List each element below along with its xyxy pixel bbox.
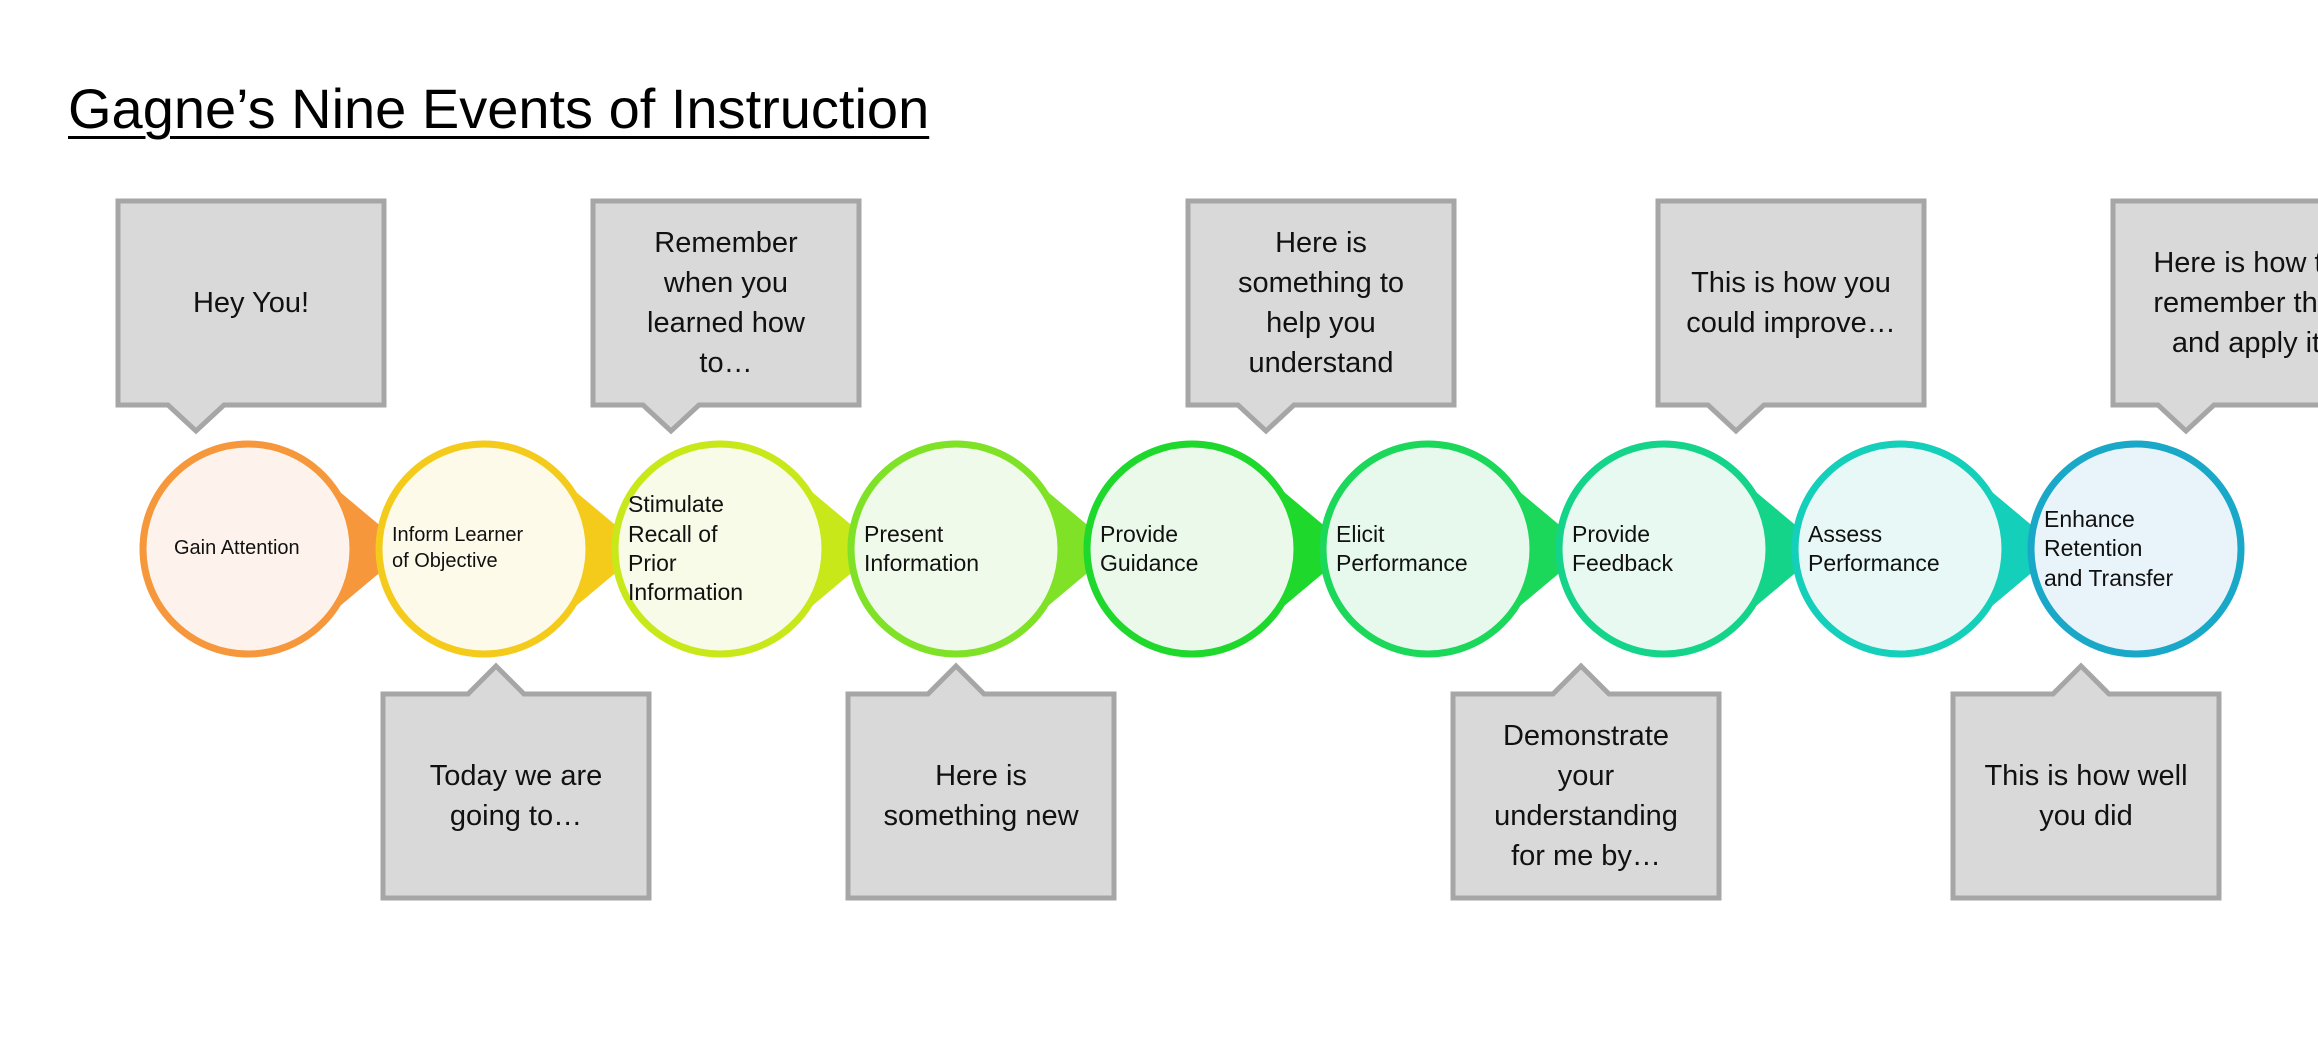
callout-text-line: for me by… bbox=[1511, 840, 1661, 873]
event-label-line: Gain Attention bbox=[174, 537, 300, 560]
callout-text-line: something new bbox=[883, 800, 1079, 832]
event-label-line: Information bbox=[864, 549, 980, 576]
callout-text-line: This is how you bbox=[1691, 266, 1891, 299]
event-label-line: Retention bbox=[2044, 535, 2143, 562]
event-label-line: Inform Learner bbox=[392, 524, 524, 547]
event-circle bbox=[2027, 440, 2245, 658]
event-circle bbox=[1083, 440, 1301, 658]
event-label-line: and Transfer bbox=[2044, 564, 2174, 591]
callout-text-line: help you bbox=[1266, 307, 1376, 339]
event-label-line: Provide bbox=[1572, 520, 1650, 547]
event-label-line: Assess bbox=[1808, 520, 1883, 547]
callout-boxes bbox=[115, 198, 2318, 901]
callout-text-line: Today we are bbox=[429, 759, 603, 792]
callout-text-line: Here is how to bbox=[2153, 246, 2318, 279]
callout-box bbox=[2110, 198, 2318, 435]
callout-box bbox=[1655, 198, 1927, 435]
event-label-line: Stimulate bbox=[628, 491, 724, 518]
callout-box bbox=[1450, 662, 1722, 901]
event-circle bbox=[1791, 440, 2009, 658]
event-label-line: Guidance bbox=[1100, 549, 1199, 576]
callout-text-line: your bbox=[1557, 759, 1615, 792]
callout-text-line: understanding bbox=[1494, 800, 1678, 832]
event-label-line: Provide bbox=[1100, 520, 1178, 547]
event-label-line: Performance bbox=[1336, 549, 1468, 576]
callout-text-line: something to bbox=[1237, 266, 1405, 299]
event-label-line: Feedback bbox=[1572, 549, 1674, 576]
event-label-line: Prior bbox=[628, 549, 677, 576]
callout-text-line: you did bbox=[2039, 800, 2133, 832]
callout-box bbox=[380, 662, 652, 901]
event-label-line: Present bbox=[864, 520, 944, 547]
callout-text-line: could improve… bbox=[1686, 307, 1896, 339]
callout-text-line: to… bbox=[699, 347, 753, 380]
callout-text: Here is something new bbox=[846, 694, 1116, 898]
callout-text-line: going to… bbox=[449, 800, 583, 832]
callout-text: Remember when you learned how to… bbox=[591, 201, 861, 405]
callout-text: This is how well you did bbox=[1951, 694, 2221, 898]
callout-text-line: Here is bbox=[1275, 226, 1367, 259]
event-circles bbox=[139, 440, 2245, 658]
callout-text-line: and apply it bbox=[2171, 327, 2318, 359]
event-label-line: of Objective bbox=[392, 549, 498, 572]
callout-text-line: Here is bbox=[935, 759, 1027, 792]
event-label-line: Enhance bbox=[2044, 505, 2135, 532]
callout-text-line: This is how well bbox=[1984, 759, 2188, 792]
callout-box bbox=[1950, 662, 2222, 901]
callout-text: Demonstrate your understanding for me by… bbox=[1451, 694, 1721, 898]
callout-text: Here is how to remember this and apply it bbox=[2111, 201, 2318, 405]
callout-text-line: understand bbox=[1248, 347, 1394, 380]
callout-text-line: learned how bbox=[647, 307, 805, 339]
callout-text-line: remember this bbox=[2153, 286, 2318, 319]
callout-text-line: Remember bbox=[654, 226, 798, 259]
callout-text-line: when you bbox=[663, 266, 789, 299]
event-label-line: Elicit bbox=[1336, 520, 1385, 547]
callout-text: Here is something to help you understand bbox=[1186, 201, 1456, 405]
callout-text: Today we are going to… bbox=[381, 694, 651, 898]
callout-box bbox=[845, 662, 1117, 901]
diagram-title: Gagne’s Nine Events of Instruction bbox=[68, 77, 930, 140]
callout-text-line: Hey You! bbox=[192, 286, 310, 319]
callout-text: This is how you could improve… bbox=[1656, 201, 1926, 405]
event-label-line: Performance bbox=[1808, 549, 1940, 576]
event-label: Gain Attention bbox=[174, 536, 300, 562]
callout-box bbox=[115, 198, 387, 435]
event-circle bbox=[1555, 440, 1773, 658]
event-circle bbox=[375, 440, 593, 658]
event-circle bbox=[1319, 440, 1537, 658]
event-label-line: Information bbox=[628, 579, 744, 606]
callout-box bbox=[590, 198, 862, 435]
callout-box bbox=[1185, 198, 1457, 435]
event-circle bbox=[611, 440, 829, 658]
event-circle bbox=[847, 440, 1065, 658]
callout-text: Hey You! bbox=[116, 201, 386, 405]
event-circle bbox=[139, 440, 357, 658]
event-label-line: Recall of bbox=[628, 520, 718, 547]
callout-text-line: Demonstrate bbox=[1502, 719, 1669, 752]
